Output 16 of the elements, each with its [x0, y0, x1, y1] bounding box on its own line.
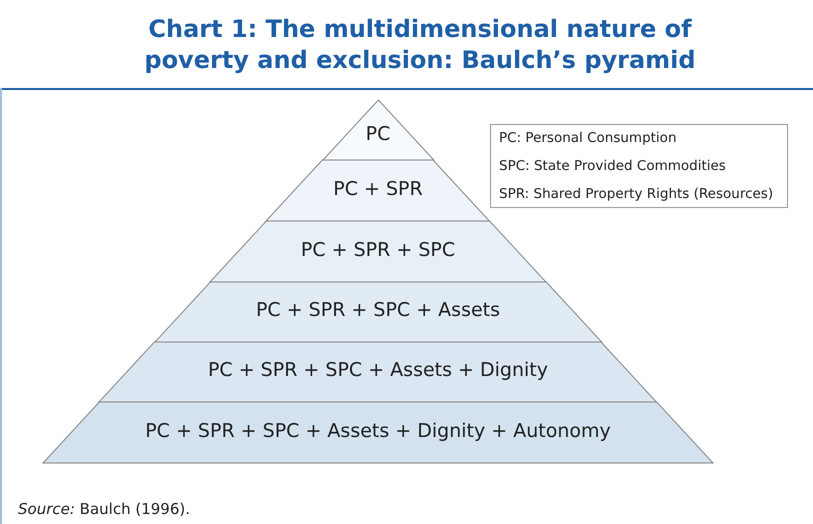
pyramid-layer — [99, 342, 657, 402]
pyramid-layer — [266, 160, 490, 221]
layer-label: PC + SPR + SPC + Assets — [254, 299, 502, 321]
pyramid-layer — [43, 402, 713, 463]
key-entry: SPC: State Provided Commodities — [499, 158, 726, 174]
layer-label: PC — [364, 123, 392, 145]
source-note: Source: Baulch (1996). — [18, 500, 190, 518]
key-entry: PC: Personal Consumption — [499, 130, 676, 146]
layer-label: PC + SPR + SPC + Assets + Dignity — [206, 359, 549, 381]
pyramid-layer — [210, 221, 546, 282]
layer-label: PC + SPR + SPC + Assets + Dignity + Autonomy — [144, 420, 612, 442]
chart-title: Chart 1: The multidimensional nature of poverty and exclusion: Baulch’s pyramid — [143, 14, 697, 76]
layer-label: PC + SPR — [332, 178, 424, 200]
layer-label: PC + SPR + SPC — [300, 238, 456, 260]
key-entry: SPR: Shared Property Rights (Resources) — [499, 186, 774, 202]
pyramid-layer — [154, 282, 602, 342]
